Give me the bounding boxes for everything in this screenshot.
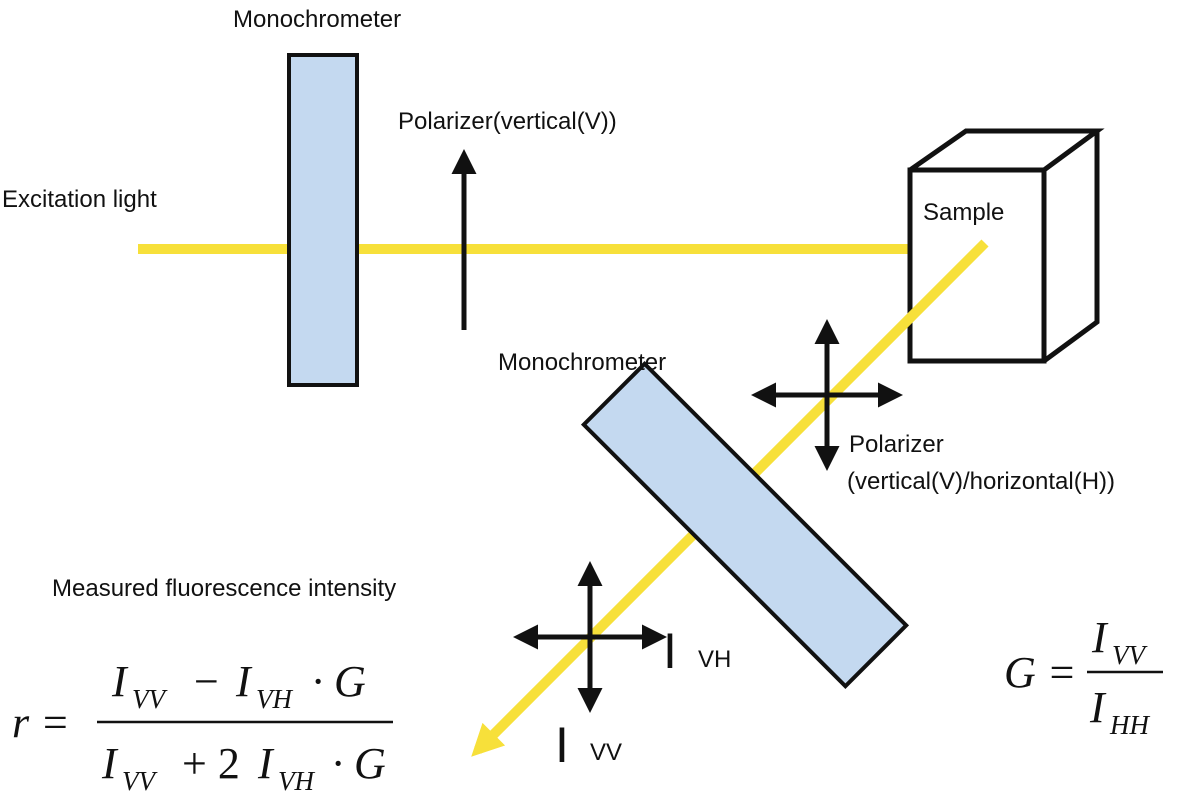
monochromator-top-label: Monochrometer: [233, 6, 401, 33]
sample-cube-icon: [907, 128, 1105, 364]
formula-r-num-tail: · G: [312, 657, 366, 706]
polarizer-label: Polarizer: [849, 431, 944, 458]
i-vh-glyph: I: [663, 623, 677, 679]
anisotropy-formula: r = I VV − I VH · G I VV + 2 I VH · G: [12, 657, 393, 796]
g-factor-formula: G = I VV I HH: [1004, 613, 1163, 740]
formula-r-num-sub2: VH: [256, 684, 293, 714]
formula-r-den-i1: I: [101, 739, 119, 788]
excitation-light-label: Excitation light: [2, 186, 157, 213]
formula-r-den-tail: · G: [332, 739, 386, 788]
formula-r-den-i2: I: [257, 739, 275, 788]
measured-intensity-label: Measured fluorescence intensity: [52, 575, 396, 602]
formula-r-den-op: + 2: [182, 739, 240, 788]
monochromator-bottom-label: Monochrometer: [498, 349, 666, 376]
formula-r-num-sub1: VV: [132, 684, 168, 714]
formula-g-den-sub: HH: [1109, 710, 1150, 740]
monochromator-excitation: [287, 53, 359, 387]
formula-g-num-i: I: [1091, 613, 1109, 662]
i-vv-subscript: VV: [590, 739, 622, 766]
formula-g-lhs: G =: [1004, 648, 1076, 697]
i-vh-subscript: VH: [698, 646, 731, 673]
formula-r-num-op: −: [194, 657, 219, 706]
emission-polarizer-four-way-arrow-icon: [751, 319, 903, 471]
polarizer-mode-label: (vertical(V)/horizontal(H)): [847, 468, 1115, 495]
formula-r-lhs: r =: [12, 698, 70, 747]
i-vv-glyph: I: [555, 717, 569, 773]
detector-four-way-arrow-icon: [513, 561, 667, 713]
sample-label: Sample: [923, 199, 1004, 226]
formula-g-num-sub: VV: [1112, 640, 1148, 670]
formula-r-den-sub1: VV: [122, 766, 158, 796]
formula-r-num-i1: I: [111, 657, 129, 706]
formula-g-den-i: I: [1089, 683, 1107, 732]
formula-r-num-i2: I: [235, 657, 253, 706]
formula-r-den-sub2: VH: [278, 766, 315, 796]
monochromator-emission: [580, 360, 910, 690]
polarizer-vertical-label: Polarizer(vertical(V)): [398, 108, 617, 135]
